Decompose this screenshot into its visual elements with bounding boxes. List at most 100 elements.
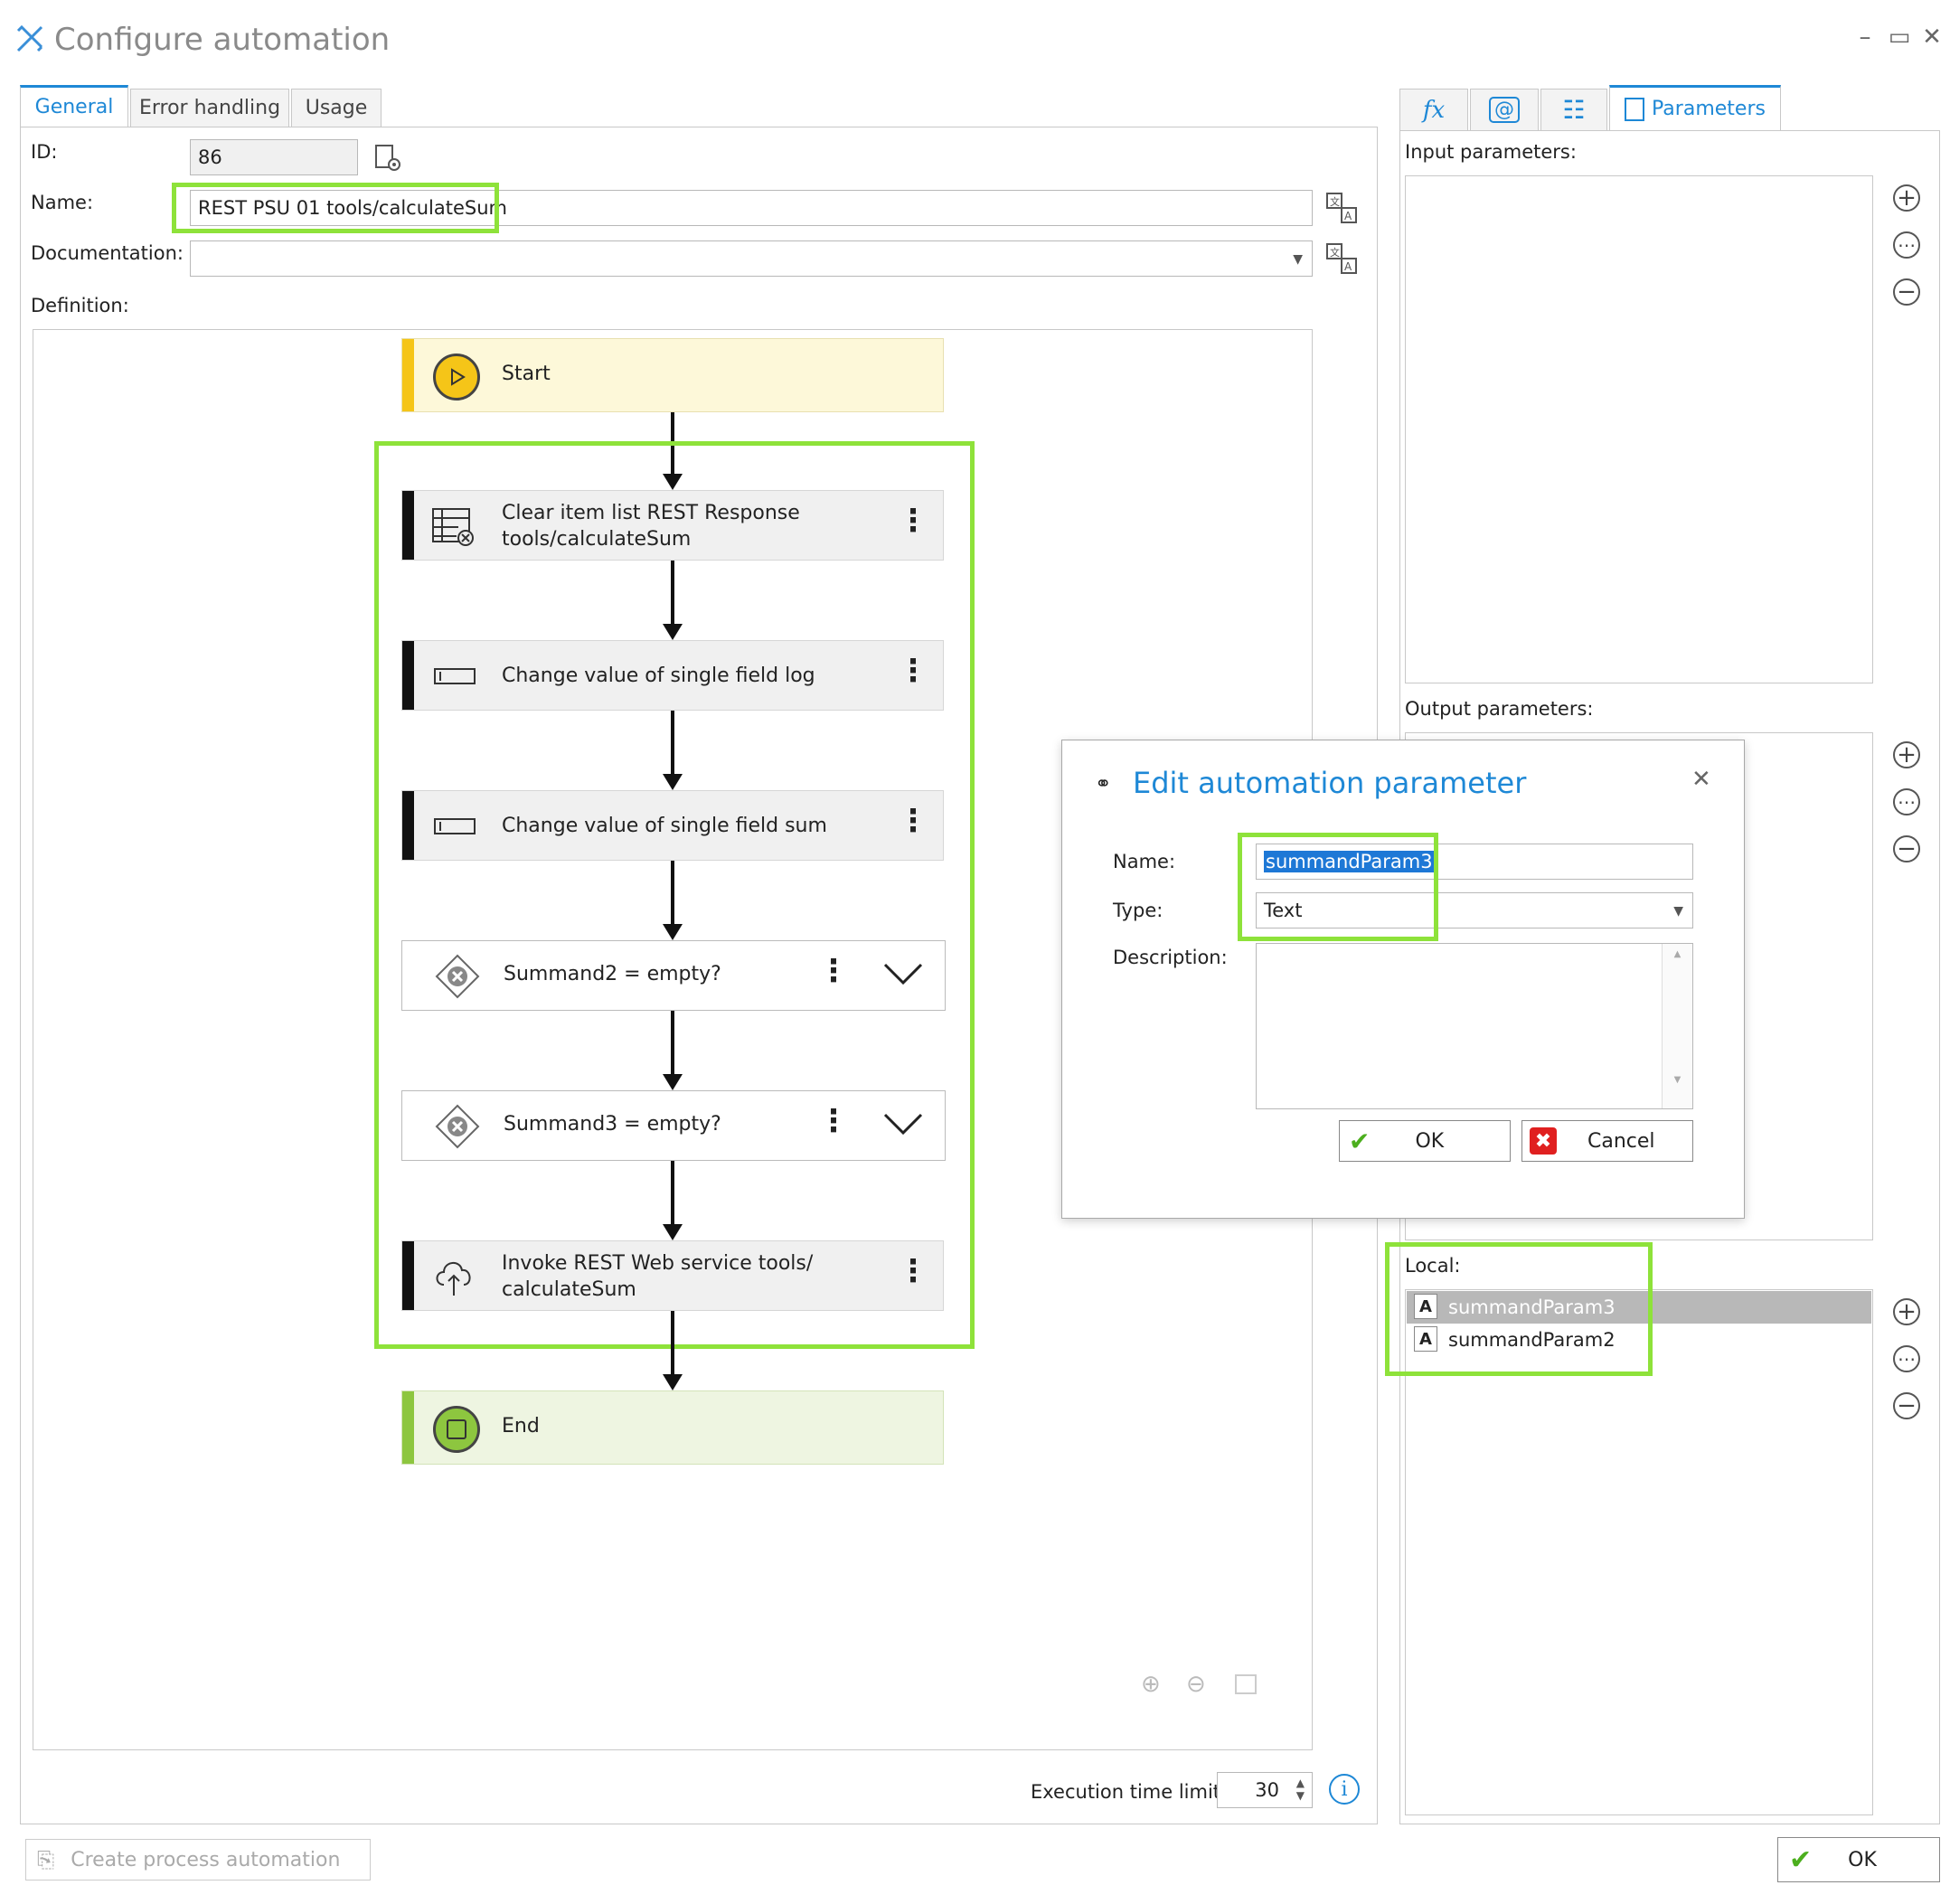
end-node[interactable]: End [401, 1390, 944, 1465]
close-icon[interactable]: ✕ [1691, 766, 1711, 793]
flow-step-condition-summand2[interactable]: Summand2 = empty? ⋮ [401, 940, 946, 1011]
more-icon[interactable]: ⋮ [818, 953, 849, 989]
local-highlight [1385, 1242, 1653, 1376]
remove-icon[interactable]: − [1893, 835, 1920, 862]
tab-general[interactable]: General [20, 85, 128, 127]
connector [671, 1311, 674, 1383]
flow-step-change-log[interactable]: Change value of single field log ⋮ [401, 640, 944, 711]
list-item-selected[interactable]: A summandParam3 [1407, 1291, 1871, 1324]
chevron-down-icon[interactable] [883, 1111, 923, 1141]
add-icon[interactable]: + [1893, 1298, 1920, 1325]
parameter-description-textarea[interactable]: ▲ ▼ [1256, 943, 1693, 1109]
chevron-down-icon[interactable]: ▼ [1293, 252, 1303, 267]
create-process-automation-label: Create process automation [71, 1848, 341, 1871]
step-title: Invoke REST Web service tools/ [502, 1252, 814, 1275]
tab-usage[interactable]: Usage [291, 89, 382, 127]
dialog-cancel-button[interactable]: ✖ Cancel [1521, 1120, 1693, 1162]
create-process-automation-button[interactable]: ⎘ Create process automation [25, 1839, 371, 1880]
spin-arrows-icon[interactable]: ▲▼ [1295, 1777, 1305, 1802]
settings-document-icon[interactable] [372, 143, 403, 174]
dialog-ok-button[interactable]: ✔ OK [1339, 1120, 1511, 1162]
name-field-value: REST PSU 01 tools/calculateSum [198, 197, 507, 219]
tab-error-handling[interactable]: Error handling [130, 89, 289, 127]
input-parameters-label: Input parameters: [1405, 141, 1577, 163]
more-icon[interactable]: ⋮ [898, 653, 928, 689]
tab-variables[interactable]: @ [1470, 89, 1539, 130]
end-bar [402, 1391, 414, 1464]
tab-parameters[interactable]: Parameters [1609, 85, 1781, 130]
step-bar [402, 791, 414, 860]
step-title: Clear item list REST Response [502, 502, 800, 524]
svg-text:A: A [1344, 260, 1352, 273]
zoom-in-icon[interactable]: ⊕ [1141, 1671, 1161, 1698]
edit-icon[interactable]: ⋯ [1893, 1345, 1920, 1372]
remove-icon[interactable]: − [1893, 1392, 1920, 1419]
output-parameters-label: Output parameters: [1405, 698, 1594, 720]
connector [671, 1011, 674, 1083]
fit-screen-icon[interactable] [1235, 1674, 1257, 1694]
remove-icon[interactable]: − [1893, 278, 1920, 306]
step-bar [402, 641, 414, 710]
parameter-name-value: summandParam3 [1264, 851, 1435, 872]
ok-button[interactable]: ✔ OK [1777, 1837, 1940, 1882]
id-field: 86 [190, 139, 358, 175]
add-icon[interactable]: + [1893, 184, 1920, 212]
add-icon[interactable]: + [1893, 741, 1920, 768]
tab-functions[interactable]: 𝑓x [1399, 89, 1468, 130]
stop-icon [433, 1406, 480, 1453]
execution-time-stepper[interactable]: 30 ▲▼ [1217, 1772, 1313, 1808]
maximize-icon[interactable]: ▭ [1888, 24, 1911, 51]
step-title: Summand3 = empty? [504, 1113, 721, 1136]
name-field[interactable]: REST PSU 01 tools/calculateSum [190, 190, 1313, 226]
close-icon[interactable]: ✕ [1922, 24, 1942, 51]
at-sign-icon: @ [1489, 97, 1520, 123]
list-item[interactable]: A summandParam2 [1407, 1324, 1871, 1356]
parameter-type-select[interactable]: Text ▼ [1256, 892, 1693, 928]
dialog-ok-label: OK [1415, 1129, 1445, 1153]
arrow-icon [663, 1224, 683, 1240]
dialog-cancel-label: Cancel [1587, 1129, 1655, 1153]
more-icon[interactable]: ⋮ [818, 1103, 849, 1139]
documentation-field[interactable]: ▼ [190, 240, 1313, 277]
more-icon[interactable]: ⋮ [898, 803, 928, 839]
edit-icon[interactable]: ⋯ [1893, 788, 1920, 815]
flow-step-invoke-rest[interactable]: Invoke REST Web service tools/ calculate… [401, 1240, 944, 1311]
zoom-out-icon[interactable]: ⊖ [1186, 1671, 1206, 1698]
name-label: Name: [31, 192, 94, 213]
chevron-down-icon[interactable] [883, 961, 923, 991]
link-icon: ⚭ [1095, 773, 1112, 796]
step-title: Change value of single field sum [502, 815, 827, 837]
minimize-icon[interactable]: – [1859, 24, 1871, 51]
more-icon[interactable]: ⋮ [898, 503, 928, 539]
arrow-icon [663, 774, 683, 790]
list-item-name: summandParam3 [1448, 1296, 1616, 1318]
dialog-description-label: Description: [1113, 947, 1228, 968]
chevron-down-icon[interactable]: ▼ [1673, 904, 1683, 919]
list-icon: ☷ [1562, 95, 1586, 125]
flow-step-clear-list[interactable]: Clear item list REST Response tools/calc… [401, 490, 944, 561]
step-bar [402, 1241, 414, 1310]
name-highlight [172, 183, 499, 233]
arrow-icon [663, 924, 683, 940]
edit-icon[interactable]: ⋯ [1893, 231, 1920, 259]
input-parameters-list[interactable] [1405, 175, 1873, 683]
parameter-name-input[interactable]: summandParam3 [1256, 844, 1693, 880]
more-icon[interactable]: ⋮ [898, 1253, 928, 1289]
flow-step-change-sum[interactable]: Change value of single field sum ⋮ [401, 790, 944, 861]
parameters-icon [1625, 97, 1645, 121]
dialog-type-label: Type: [1113, 900, 1163, 921]
execution-time-label: Execution time limit: [1031, 1781, 1228, 1803]
flow-step-condition-summand3[interactable]: Summand3 = empty? ⋮ [401, 1090, 946, 1161]
start-node[interactable]: Start [401, 338, 944, 412]
info-icon[interactable]: i [1329, 1774, 1360, 1805]
local-parameters-list[interactable] [1405, 1289, 1873, 1815]
window-title: Configure automation [54, 22, 391, 58]
connector [671, 711, 674, 783]
scrollbar[interactable]: ▲ ▼ [1662, 944, 1692, 1108]
ok-label: OK [1848, 1848, 1877, 1871]
condition-icon [435, 1104, 480, 1154]
field-icon [433, 816, 476, 841]
tab-lists[interactable]: ☷ [1540, 89, 1607, 130]
